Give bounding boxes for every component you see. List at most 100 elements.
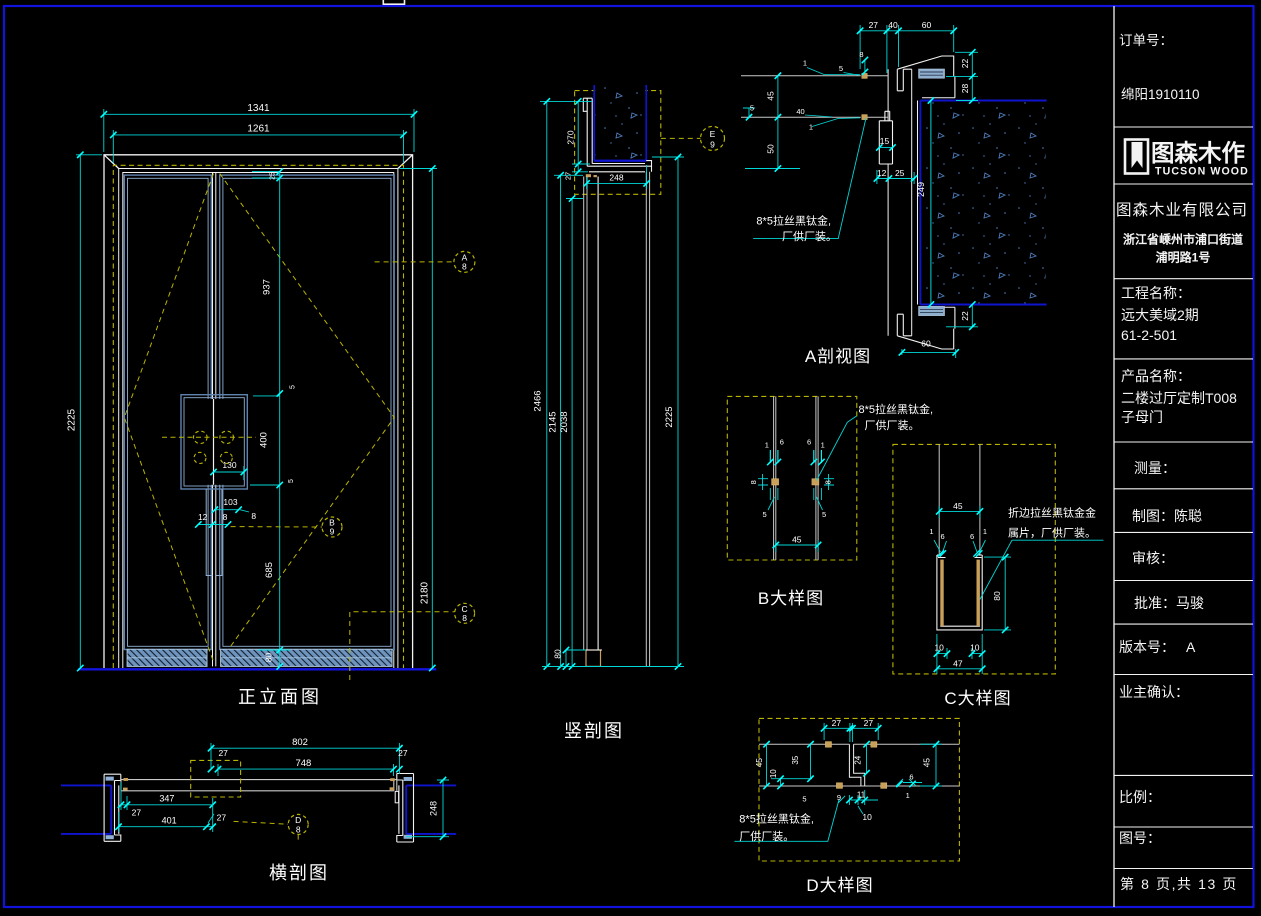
bv-label-leader bbox=[816, 415, 857, 481]
dv-label-1-text: 8*5拉丝黑钛金, bbox=[739, 812, 814, 826]
av-dim-5l-t bbox=[745, 113, 753, 121]
hs-detail-dashed-box bbox=[190, 759, 242, 798]
hs-dim-401-t bbox=[114, 822, 217, 831]
bv-dim-5 bbox=[767, 488, 823, 511]
dv-dim-24-text: 24 bbox=[854, 755, 863, 764]
titleblock-address-1: 浙江省嵊州市浦口街道 bbox=[1123, 232, 1243, 247]
hs-jamb-left-cap2 bbox=[105, 835, 114, 840]
vs-dim-248-t bbox=[582, 179, 651, 188]
av-frame-verticals bbox=[887, 69, 918, 336]
dv-strip-3 bbox=[836, 782, 843, 789]
cv-label-leader bbox=[979, 539, 1104, 600]
dv-dim-27a-text: 27 bbox=[832, 718, 842, 728]
dv-label-leader bbox=[734, 799, 840, 842]
vs-head-profile bbox=[582, 97, 653, 173]
hs-dim-802-t bbox=[207, 744, 404, 752]
av-profile-bottom bbox=[896, 307, 956, 350]
hs-balloon-d-leader bbox=[233, 820, 299, 842]
titleblock-scale-label: 比例： bbox=[1119, 789, 1161, 805]
titleblock-address-2: 浦明路1号 bbox=[1156, 250, 1211, 265]
hs-dim-27c bbox=[207, 813, 215, 824]
titleblock-project-unit: 61-2-501 bbox=[1121, 327, 1177, 343]
av-wall-border bbox=[919, 99, 1047, 306]
cv-dim-80-text: 80 bbox=[992, 591, 1002, 601]
av-strip-2 bbox=[861, 114, 868, 120]
cv-label-2-text: 属片，厂供厂装。 bbox=[1008, 526, 1096, 540]
av-dim-22a-text: 22 bbox=[960, 59, 970, 69]
titleblock-product-name: 二楼过厅定制T008 bbox=[1121, 390, 1237, 406]
av-leader-1b bbox=[804, 114, 861, 127]
dv-strip-2 bbox=[870, 741, 878, 748]
titleblock-company: 图森木业有限公司 bbox=[1116, 201, 1248, 219]
bv-dim-8r-text: 8 bbox=[824, 480, 833, 484]
el-handle-plate bbox=[180, 394, 249, 490]
vs-balloon-e bbox=[699, 125, 726, 151]
el-balloon-c-letter-text: C bbox=[462, 604, 468, 614]
av-dim-22b-text: 22 bbox=[960, 311, 970, 321]
el-balloon-a bbox=[453, 250, 476, 273]
av-profile-top bbox=[896, 55, 956, 98]
el-dim-888-t bbox=[194, 520, 232, 529]
bv-stiles bbox=[773, 396, 819, 560]
vs-dim-27-text: 27 bbox=[564, 172, 573, 180]
el-dim-1261-text: 1261 bbox=[247, 124, 270, 135]
dv-dim-911-t bbox=[845, 796, 869, 804]
dv-dim-6r-text: 6 bbox=[909, 773, 913, 782]
av-leader-1a bbox=[806, 67, 860, 76]
el-balloon-b-num-text: 9 bbox=[330, 527, 335, 537]
av-dim-60b-text: 60 bbox=[921, 339, 931, 349]
dv-dim-1r-text: 1 bbox=[906, 791, 910, 800]
av-dim-top bbox=[859, 25, 955, 73]
hs-dim-248h bbox=[406, 779, 449, 838]
dv-dim-35-text: 35 bbox=[791, 755, 800, 764]
vs-dim-2466-text: 2466 bbox=[533, 390, 544, 411]
titleblock-order-value: 绵阳1910110 bbox=[1121, 87, 1200, 102]
el-dim-1341-t bbox=[100, 110, 418, 119]
hs-dim-27d-text: 27 bbox=[217, 813, 227, 823]
logo-mark-flag bbox=[1131, 142, 1143, 168]
hs-balloon-d-letter-text: D bbox=[295, 815, 301, 825]
dv-dim-45r-t bbox=[932, 740, 940, 790]
hs-wall-left bbox=[61, 784, 113, 835]
dv-dim-16r-t bbox=[895, 780, 917, 788]
vs-concrete-outline bbox=[593, 85, 648, 161]
hs-strip-2 bbox=[123, 787, 128, 791]
titleblock-approve-label: 批准：马骏 bbox=[1134, 595, 1204, 611]
av-dim-249-t bbox=[927, 96, 935, 309]
av-label-1-text: 8*5拉丝黑钛金, bbox=[756, 214, 831, 228]
av-seal-bottom-lines bbox=[920, 308, 943, 314]
av-dim-8-t bbox=[861, 56, 869, 76]
hs-dim-401-text: 401 bbox=[162, 816, 177, 826]
el-dim-5b-text: 5 bbox=[288, 479, 295, 483]
av-dim-50-text: 50 bbox=[766, 144, 776, 154]
hs-jamb-left-cap1 bbox=[105, 776, 114, 781]
cv-dim-10a-text: 10 bbox=[934, 643, 944, 653]
av-dim-45-text: 45 bbox=[766, 91, 776, 101]
el-dim-2180 bbox=[399, 168, 437, 668]
dv-dim-27b-text: 27 bbox=[864, 718, 874, 728]
av-dim-12-text: 12 bbox=[877, 168, 887, 178]
cv-dim-1010-t bbox=[933, 649, 986, 658]
bv-dim-5l-text: 5 bbox=[763, 510, 767, 519]
el-dim-2225-text: 2225 bbox=[67, 408, 78, 431]
bv-dashed-box bbox=[726, 395, 858, 561]
titleblock-review-label: 审核： bbox=[1132, 550, 1174, 566]
bv-dim-45-text: 45 bbox=[792, 535, 802, 545]
bv-dim-8l bbox=[758, 474, 768, 490]
dv-strip-1 bbox=[825, 741, 832, 748]
bv-label-1-text: 8*5拉丝黑钛金, bbox=[859, 402, 934, 416]
el-balloon-b-letter-text: B bbox=[329, 518, 335, 528]
cv-dim-16 bbox=[933, 539, 986, 553]
titleblock-version-value: A bbox=[1186, 639, 1196, 655]
dv-dim-3510 bbox=[771, 744, 812, 786]
vs-head-strip2 bbox=[593, 175, 597, 178]
bv-dim-arrows-top bbox=[769, 450, 822, 463]
vs-dim-2466 bbox=[540, 100, 592, 667]
bv-dim-arrows-top-t bbox=[766, 458, 826, 466]
el-dim-80-text: 80 bbox=[264, 653, 274, 663]
el-balloon-a-num-text: 8 bbox=[462, 261, 467, 271]
cv-dim-45-text: 45 bbox=[953, 501, 963, 511]
titleblock-owner-label: 业主确认： bbox=[1119, 684, 1189, 700]
av-dim-22b-t bbox=[968, 300, 977, 331]
el-frame-inner bbox=[118, 168, 399, 668]
